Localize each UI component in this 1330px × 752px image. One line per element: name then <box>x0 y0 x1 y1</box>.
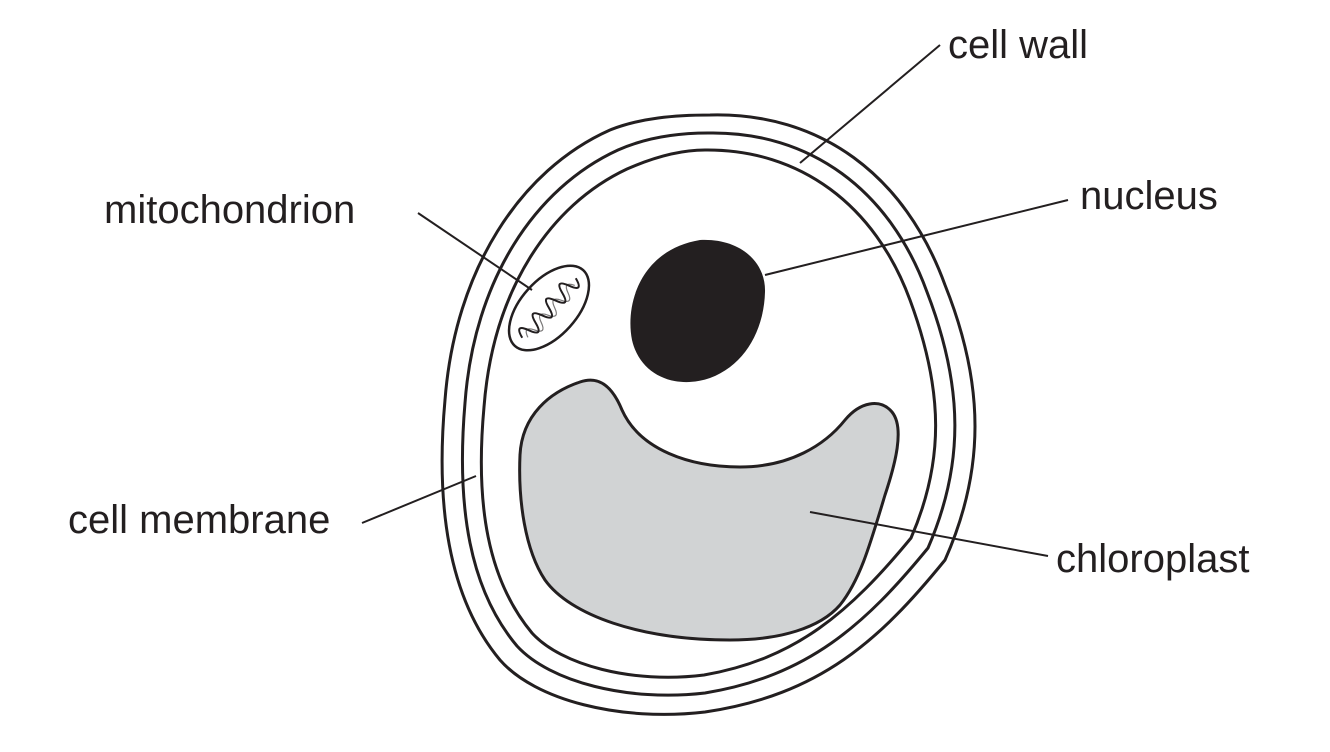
cell-wall-inner <box>460 131 957 697</box>
nucleus-leader <box>764 199 1069 276</box>
mitochondrion <box>507 264 591 352</box>
mitochondrion-cristae <box>518 277 580 339</box>
cell-wall-leader <box>799 44 941 164</box>
nucleus <box>630 239 766 383</box>
chloroplast <box>518 378 900 642</box>
mitochondrion-label: mitochondrion <box>104 188 355 232</box>
chloroplast-leader <box>809 511 1049 557</box>
cell-wall-label: cell wall <box>948 23 1088 67</box>
cell-wall-outer <box>440 113 977 716</box>
nucleus-label: nucleus <box>1080 174 1218 218</box>
mitochondrion-cristae-inner <box>525 283 575 338</box>
mitochondrion-leader <box>417 212 533 291</box>
cell-membrane <box>479 148 938 679</box>
cell-membrane-label: cell membrane <box>68 498 330 542</box>
cell-membrane-leader <box>361 475 477 524</box>
chloroplast-label: chloroplast <box>1056 537 1249 581</box>
